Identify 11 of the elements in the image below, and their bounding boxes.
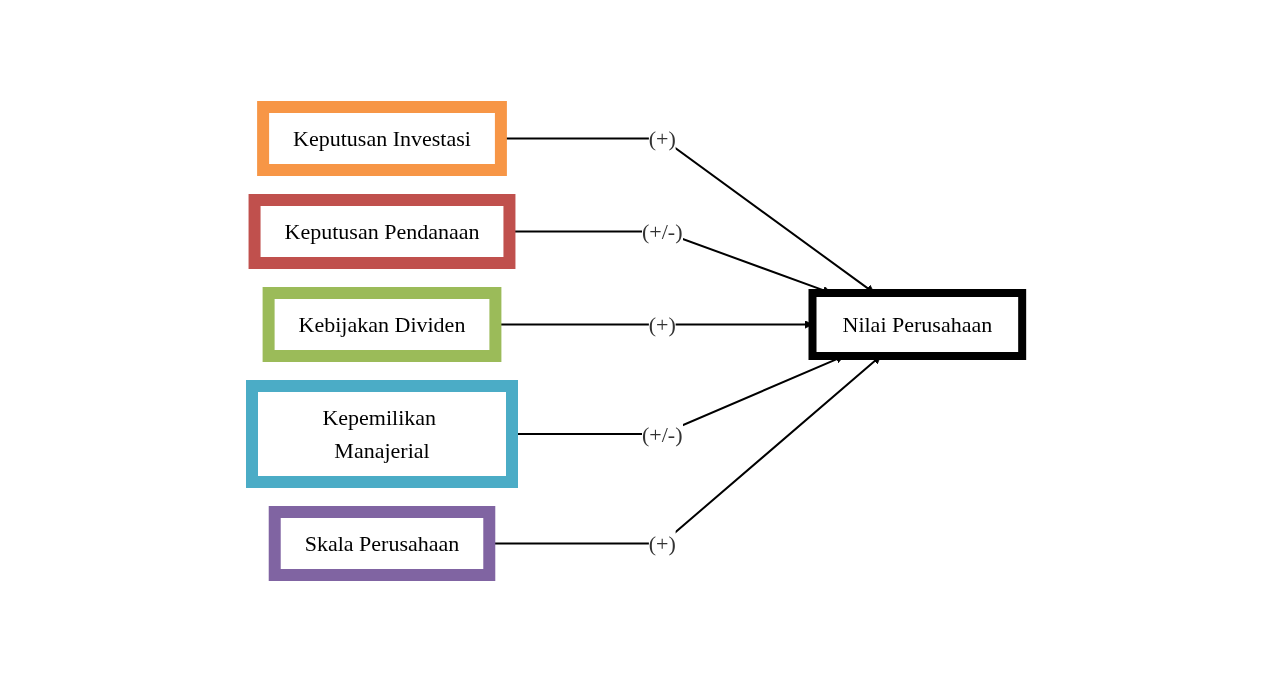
edge-label: (+) <box>649 311 677 337</box>
node-box: Nilai Perusahaan <box>808 288 1027 360</box>
node-box: Keputusan Investasi <box>257 100 508 176</box>
edge-label: (+/-) <box>642 421 683 446</box>
edge-label: (+) <box>649 530 677 556</box>
node-box: Kepemilikan Manajerial <box>246 379 519 488</box>
node-box: Skala Perusahaan <box>269 505 496 581</box>
edge-label: (+/-) <box>642 218 683 244</box>
edge-label: (+) <box>649 125 677 151</box>
node-box: Kebijakan Dividen <box>263 286 502 362</box>
node-box: Keputusan Pendanaan <box>248 193 516 269</box>
